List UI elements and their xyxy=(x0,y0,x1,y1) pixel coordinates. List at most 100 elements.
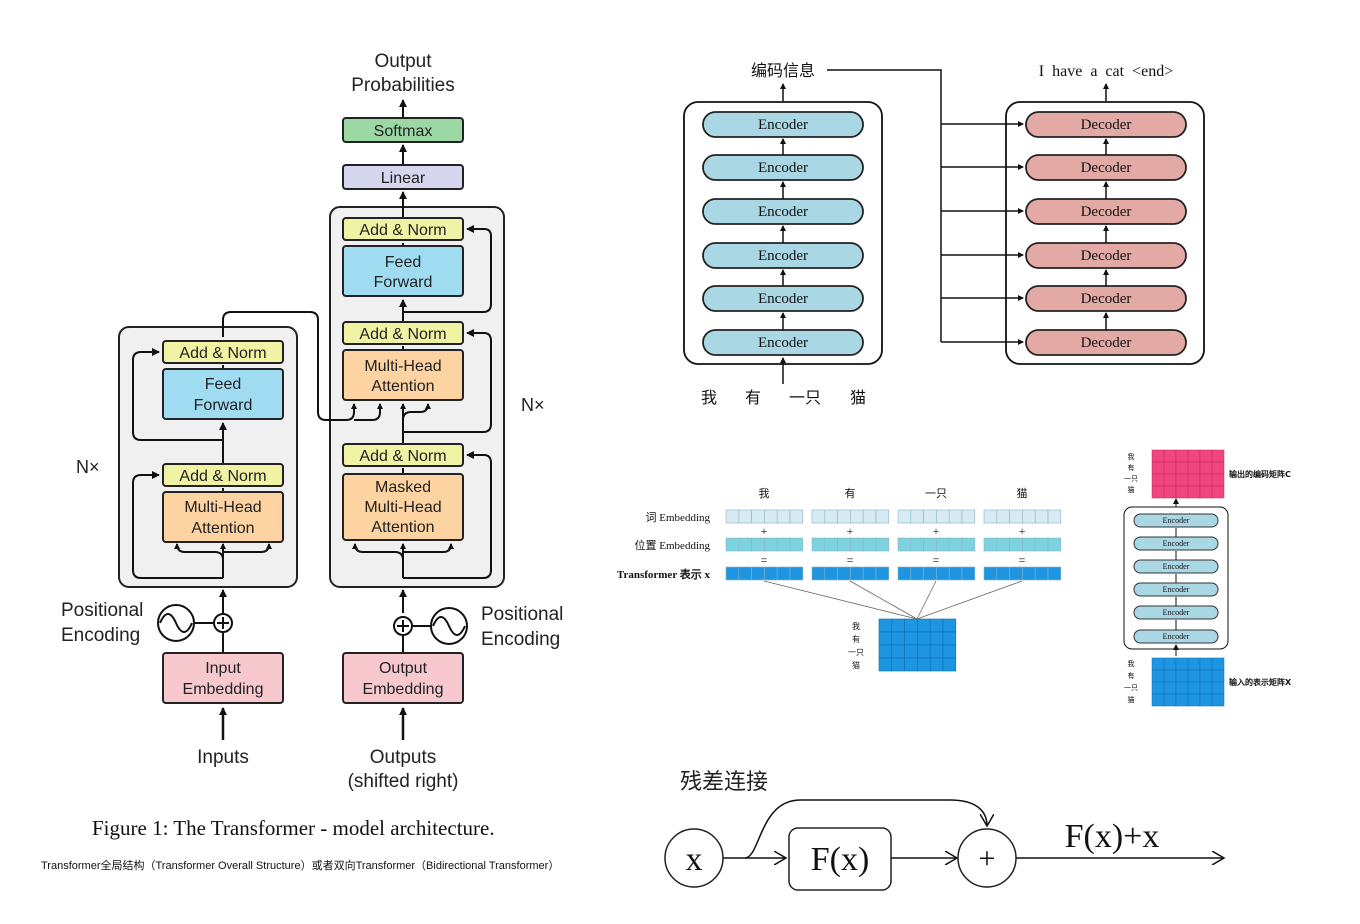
residual-title: 残差连接 xyxy=(680,770,768,795)
softmax-block xyxy=(342,117,464,143)
encoder-nx-label: N× xyxy=(76,457,100,477)
encoder-block-label: Encoder xyxy=(758,117,808,133)
embedding-matrix-row-labels: 我 有 一只 猫 xyxy=(848,621,864,670)
decoder-block-label: Decoder xyxy=(1081,248,1132,264)
encoder-matrix-flow: 我 有 一只 猫 输出的编码矩阵C EncoderEncoderEncoderE… xyxy=(1123,449,1292,707)
softmax-label: Softmax xyxy=(374,123,433,140)
decoder-add-norm-3 xyxy=(342,217,464,241)
position-embedding-cell xyxy=(811,537,826,552)
decoder-stack-container xyxy=(1005,101,1205,365)
matrix-c-cell xyxy=(1187,473,1201,487)
position-embedding-cell xyxy=(789,537,804,552)
small-encoder-label: Encoder xyxy=(1163,539,1190,548)
matrix-c-cell xyxy=(1199,449,1213,463)
output-matrix-label: 输出的编码矩阵C xyxy=(1229,469,1291,479)
equals-operator: = xyxy=(847,553,854,567)
transformer-x-cell xyxy=(1009,566,1023,581)
transformer-x-cell xyxy=(862,566,877,581)
decoder-positional-encoding-label-1: Positional xyxy=(481,604,563,625)
encoder-decoder-stack: 编码信息 I have a cat <end> EncoderEncoderEn… xyxy=(683,61,1205,407)
decoder-ff-label-1: Feed xyxy=(385,254,421,271)
word-embedding-cell xyxy=(725,509,740,524)
matrix-c-cell xyxy=(1211,473,1225,487)
matrix-x-cell xyxy=(1163,681,1177,695)
stack-input-token: 我 xyxy=(701,388,717,407)
matrix-c-cell xyxy=(1163,461,1177,475)
output-embedding-label-2: Embedding xyxy=(363,681,444,698)
small-encoder-label: Encoder xyxy=(1163,562,1190,571)
stack-input-token: 一只 xyxy=(789,388,821,407)
matrix-x-cell xyxy=(1211,681,1225,695)
embedding-token: 有 xyxy=(845,486,856,500)
encoder-add-norm-1-label: Add & Norm xyxy=(179,468,266,485)
matrix-c-cell xyxy=(1187,461,1201,475)
matrix-x-cell xyxy=(1211,669,1225,683)
encoder-matrix-bottom-tokens: 我 有 一只 猫 xyxy=(1124,659,1138,704)
word-embedding-cell xyxy=(764,509,778,524)
word-embedding-cell xyxy=(923,509,937,524)
merged-matrix-cell xyxy=(878,631,893,646)
transformer-x-cell xyxy=(875,566,890,581)
transformer-x-cell xyxy=(936,566,950,581)
word-embedding-label: 词 Embedding xyxy=(646,511,711,524)
merge-line xyxy=(916,580,1023,620)
encoder-block-label: Encoder xyxy=(758,291,808,307)
merged-matrix-cell xyxy=(929,657,944,672)
matrix-c-cell xyxy=(1175,461,1189,475)
small-encoder-label: Encoder xyxy=(1163,608,1190,617)
transformer-architecture: Output Probabilities Softmax Linear Add … xyxy=(61,51,563,792)
small-encoder-label: Encoder xyxy=(1163,516,1190,525)
stack-input-token: 有 xyxy=(745,388,761,407)
matrix-c-token: 一只 xyxy=(1124,475,1138,483)
merged-matrix-cell xyxy=(942,618,957,633)
encoder-container xyxy=(118,326,298,588)
matrix-c-cell xyxy=(1211,449,1225,463)
merged-matrix-cell xyxy=(878,644,893,659)
input-representation-matrix xyxy=(1151,657,1225,707)
matrix-x-cell xyxy=(1187,669,1201,683)
encoder-add-norm-2 xyxy=(162,340,284,364)
position-embedding-cell xyxy=(996,537,1010,552)
equals-operator: = xyxy=(1019,553,1026,567)
merged-matrix-cell xyxy=(891,618,905,633)
small-encoder-label: Encoder xyxy=(1163,632,1190,641)
matrix-c-cell xyxy=(1187,449,1201,463)
matrix-x-token: 猫 xyxy=(1128,695,1135,704)
position-embedding-label: 位置 Embedding xyxy=(635,538,711,552)
merge-line xyxy=(849,580,918,620)
matrix-x-cell xyxy=(1187,693,1201,707)
small-encoder-block xyxy=(1133,513,1219,528)
output-embedding-block xyxy=(342,652,464,704)
merged-matrix-cell xyxy=(917,657,931,672)
merge-line xyxy=(916,580,937,620)
input-matrix-label: 输入的表示矩阵X xyxy=(1229,677,1292,687)
figure-caption: Figure 1: The Transformer - model archit… xyxy=(92,816,495,840)
decoder-mha-label-2: Attention xyxy=(371,378,434,395)
matrix-c-cell xyxy=(1199,461,1213,475)
encoder-multi-head-attention xyxy=(162,491,284,543)
stack-input-token: 猫 xyxy=(850,388,866,407)
merged-matrix-cell xyxy=(917,644,931,659)
word-embedding-cell xyxy=(751,509,765,524)
matrix-x-token: 一只 xyxy=(1124,684,1138,692)
matrix-x-cell xyxy=(1211,657,1225,671)
matrix-x-cell xyxy=(1211,693,1225,707)
position-embedding-cell xyxy=(983,537,998,552)
transformer-x-cell xyxy=(776,566,791,581)
position-embedding-cell xyxy=(1047,537,1062,552)
decoder-add-norm-2 xyxy=(342,321,464,345)
matrix-c-token: 猫 xyxy=(1128,485,1135,494)
outputs-label-1: Outputs xyxy=(370,747,437,768)
matrix-x-cell xyxy=(1163,693,1177,707)
matrix-x-token: 有 xyxy=(1128,671,1135,680)
decoder-stack-blocks: DecoderDecoderDecoderDecoderDecoderDecod… xyxy=(941,111,1187,356)
word-embedding-cell xyxy=(1034,509,1049,524)
encoder-block xyxy=(702,111,864,138)
position-embedding-cell xyxy=(764,537,778,552)
word-embedding-cell xyxy=(837,509,851,524)
plus-operator: + xyxy=(933,524,940,538)
position-embedding-cell xyxy=(936,537,950,552)
merged-matrix-cell xyxy=(917,618,931,633)
matrix-x-cell xyxy=(1175,669,1189,683)
